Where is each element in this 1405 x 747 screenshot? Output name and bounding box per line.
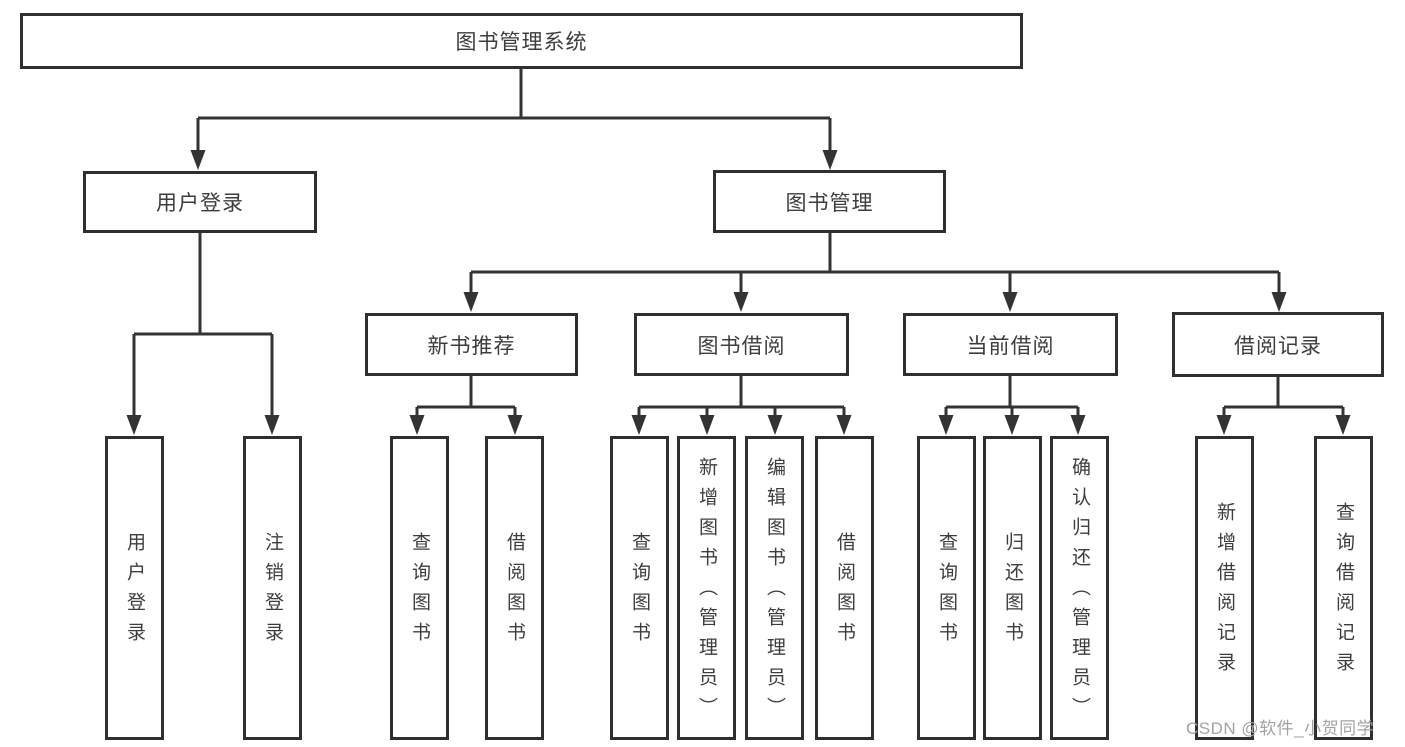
node-borrow-record: 借阅记录 (1172, 312, 1384, 377)
leaf-search-book-under-current-borrow: 查询图书 (917, 436, 976, 740)
leaf-search-book-under-book-borrow: 查询图书 (610, 436, 669, 740)
leaf-borrow-book-under-new-book: 借阅图书 (485, 436, 544, 740)
leaf-search-borrow-record: 查询借阅记录 (1314, 436, 1373, 740)
csdn-watermark: CSDN @软件_小贺同学 (1186, 719, 1375, 738)
node-current-borrow: 当前借阅 (903, 313, 1118, 376)
leaf-user-login: 用户登录 (105, 436, 164, 740)
leaf-add-borrow-record: 新增借阅记录 (1195, 436, 1254, 740)
leaf-borrow-book-under-book-borrow: 借阅图书 (815, 436, 874, 740)
node-book-management: 图书管理 (713, 170, 946, 233)
node-library-management-system: 图书管理系统 (20, 13, 1023, 69)
leaf-add-book-admin: 新增图书（管理员） (677, 436, 736, 740)
node-user-login: 用户登录 (83, 171, 317, 233)
node-new-book-recommend: 新书推荐 (365, 313, 578, 376)
leaf-search-book-under-new-book: 查询图书 (390, 436, 449, 740)
arrowheads (126, 150, 1351, 435)
leaf-return-book: 归还图书 (983, 436, 1042, 740)
leaf-confirm-return-admin: 确认归还（管理员） (1050, 436, 1109, 740)
node-book-borrow: 图书借阅 (634, 313, 849, 376)
leaf-edit-book-admin: 编辑图书（管理员） (745, 436, 804, 740)
leaf-logout: 注销登录 (243, 436, 302, 740)
